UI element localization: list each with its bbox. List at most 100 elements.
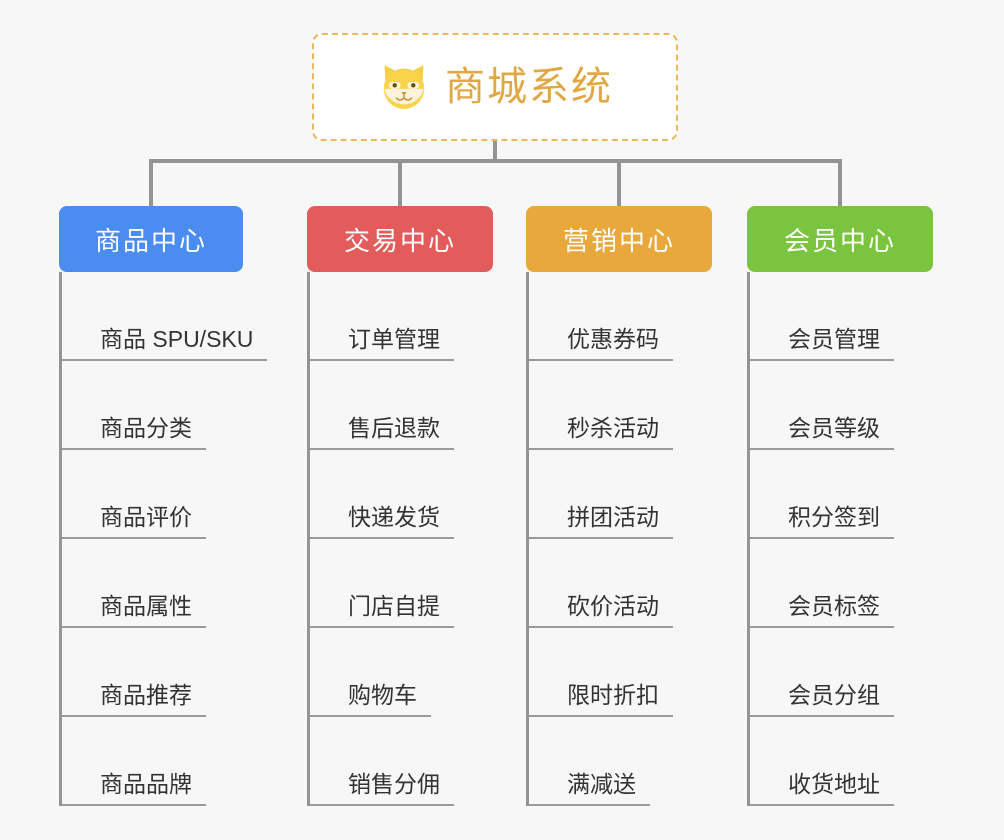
leaf-item-underline: 拼团活动 bbox=[529, 503, 673, 539]
leaf-item-underline: 销售分佣 bbox=[310, 771, 454, 806]
leaf-item-underline: 满减送 bbox=[529, 770, 650, 806]
leaf-item-underline: 积分签到 bbox=[750, 504, 894, 539]
leaf-item-underline: 商品推荐 bbox=[62, 681, 206, 717]
connector-branch-drop-2 bbox=[398, 159, 402, 206]
leaf-list: 商品 SPU/SKU 商品分类商品评价商品属性商品推荐商品品牌 bbox=[59, 272, 268, 806]
leaf-item-label: 满减送 bbox=[567, 770, 636, 797]
leaf-item[interactable]: 限时折扣 bbox=[526, 628, 712, 717]
leaf-item-label: 商品评价 bbox=[100, 503, 192, 530]
leaf-item-label: 收货地址 bbox=[788, 770, 880, 797]
leaf-item-label: 购物车 bbox=[348, 681, 417, 708]
leaf-item-label: 门店自提 bbox=[348, 592, 440, 619]
leaf-item-underline: 砍价活动 bbox=[529, 592, 673, 628]
leaf-item-label: 会员等级 bbox=[788, 414, 880, 441]
connector-horizontal-bus bbox=[149, 159, 842, 163]
shiba-dog-face-icon bbox=[383, 65, 425, 109]
leaf-item-underline: 商品评价 bbox=[62, 503, 206, 539]
leaf-list: 会员管理会员等级积分签到会员标签会员分组收货地址 bbox=[747, 272, 933, 806]
leaf-item-label: 拼团活动 bbox=[567, 503, 659, 530]
leaf-item-underline: 会员等级 bbox=[750, 414, 894, 450]
branch-column: 交易中心订单管理售后退款快递发货门店自提购物车销售分佣 bbox=[307, 206, 493, 806]
leaf-item-label: 会员标签 bbox=[788, 592, 880, 619]
leaf-item-underline: 快递发货 bbox=[310, 503, 454, 539]
leaf-list: 订单管理售后退款快递发货门店自提购物车销售分佣 bbox=[307, 272, 493, 806]
leaf-item-underline: 优惠券码 bbox=[529, 325, 673, 361]
leaf-item-underline: 会员分组 bbox=[750, 681, 894, 717]
leaf-item-label: 商品品牌 bbox=[100, 770, 192, 797]
root-node[interactable]: 商城系统 bbox=[312, 33, 678, 141]
leaf-trunk-line bbox=[59, 272, 62, 806]
branch-header[interactable]: 商品中心 bbox=[59, 206, 243, 272]
leaf-item-underline: 商品品牌 bbox=[62, 770, 206, 806]
leaf-item-label: 快递发货 bbox=[348, 503, 440, 530]
leaf-item-underline: 商品分类 bbox=[62, 414, 206, 450]
leaf-item-underline: 商品 SPU/SKU bbox=[62, 325, 268, 361]
leaf-item-label: 售后退款 bbox=[348, 414, 440, 441]
connector-branch-drop-1 bbox=[149, 159, 153, 206]
leaf-item-label: 商品 SPU/SKU bbox=[100, 325, 254, 352]
leaf-item[interactable]: 会员标签 bbox=[747, 539, 933, 628]
leaf-item[interactable]: 优惠券码 bbox=[526, 272, 712, 361]
leaf-list: 优惠券码秒杀活动拼团活动砍价活动限时折扣满减送 bbox=[526, 272, 712, 806]
leaf-item[interactable]: 满减送 bbox=[526, 717, 712, 806]
leaf-item[interactable]: 会员分组 bbox=[747, 628, 933, 717]
leaf-item-underline: 秒杀活动 bbox=[529, 414, 673, 450]
leaf-item[interactable]: 拼团活动 bbox=[526, 450, 712, 539]
branch-header-label: 会员中心 bbox=[783, 225, 896, 256]
leaf-item[interactable]: 会员等级 bbox=[747, 361, 933, 450]
leaf-item[interactable]: 购物车 bbox=[307, 628, 493, 717]
leaf-item-underline: 会员管理 bbox=[750, 325, 894, 361]
branch-column: 营销中心优惠券码秒杀活动拼团活动砍价活动限时折扣满减送 bbox=[526, 206, 712, 806]
leaf-item-label: 限时折扣 bbox=[567, 681, 659, 708]
leaf-item[interactable]: 砍价活动 bbox=[526, 539, 712, 628]
branch-header-label: 营销中心 bbox=[562, 225, 675, 256]
connector-branch-drop-3 bbox=[617, 159, 621, 206]
leaf-item[interactable]: 订单管理 bbox=[307, 272, 493, 361]
leaf-item-underline: 收货地址 bbox=[750, 770, 894, 806]
branch-header[interactable]: 交易中心 bbox=[307, 206, 493, 272]
connector-branch-drop-4 bbox=[838, 159, 842, 206]
leaf-item[interactable]: 商品推荐 bbox=[59, 628, 243, 717]
leaf-item-underline: 限时折扣 bbox=[529, 681, 673, 717]
leaf-trunk-line bbox=[307, 272, 310, 806]
leaf-item-underline: 购物车 bbox=[310, 681, 431, 717]
leaf-trunk-line bbox=[526, 272, 529, 806]
leaf-item-label: 砍价活动 bbox=[567, 592, 659, 619]
branch-header[interactable]: 营销中心 bbox=[526, 206, 712, 272]
leaf-item[interactable]: 售后退款 bbox=[307, 361, 493, 450]
leaf-item[interactable]: 会员管理 bbox=[747, 272, 933, 361]
leaf-item-label: 优惠券码 bbox=[567, 325, 659, 352]
leaf-item-label: 会员管理 bbox=[788, 325, 880, 352]
branch-column: 会员中心会员管理会员等级积分签到会员标签会员分组收货地址 bbox=[747, 206, 933, 806]
leaf-item-label: 会员分组 bbox=[788, 681, 880, 708]
branch-column: 商品中心商品 SPU/SKU 商品分类商品评价商品属性商品推荐商品品牌 bbox=[59, 206, 268, 806]
leaf-item[interactable]: 门店自提 bbox=[307, 539, 493, 628]
leaf-item-underline: 会员标签 bbox=[750, 592, 894, 628]
leaf-item-underline: 门店自提 bbox=[310, 592, 454, 628]
leaf-item-label: 商品属性 bbox=[100, 592, 192, 619]
leaf-item[interactable]: 商品品牌 bbox=[59, 717, 243, 806]
leaf-item-underline: 售后退款 bbox=[310, 414, 454, 450]
leaf-item-label: 商品推荐 bbox=[100, 681, 192, 708]
root-title: 商城系统 bbox=[445, 65, 613, 109]
leaf-item[interactable]: 收货地址 bbox=[747, 717, 933, 806]
branch-header[interactable]: 会员中心 bbox=[747, 206, 933, 272]
leaf-item[interactable]: 商品属性 bbox=[59, 539, 243, 628]
branch-header-label: 交易中心 bbox=[343, 225, 456, 256]
leaf-trunk-line bbox=[747, 272, 750, 806]
leaf-item[interactable]: 秒杀活动 bbox=[526, 361, 712, 450]
leaf-item[interactable]: 积分签到 bbox=[747, 450, 933, 539]
leaf-item[interactable]: 商品 SPU/SKU bbox=[59, 272, 268, 361]
leaf-item[interactable]: 商品分类 bbox=[59, 361, 243, 450]
branch-header-label: 商品中心 bbox=[94, 225, 207, 256]
leaf-item-label: 商品分类 bbox=[100, 414, 192, 441]
leaf-item-label: 订单管理 bbox=[348, 325, 440, 352]
leaf-item[interactable]: 快递发货 bbox=[307, 450, 493, 539]
connector-root-stem bbox=[493, 141, 497, 161]
leaf-item-label: 秒杀活动 bbox=[567, 414, 659, 441]
leaf-item[interactable]: 销售分佣 bbox=[307, 717, 493, 806]
leaf-item-underline: 订单管理 bbox=[310, 325, 454, 361]
leaf-item[interactable]: 商品评价 bbox=[59, 450, 243, 539]
leaf-item-underline: 商品属性 bbox=[62, 592, 206, 628]
